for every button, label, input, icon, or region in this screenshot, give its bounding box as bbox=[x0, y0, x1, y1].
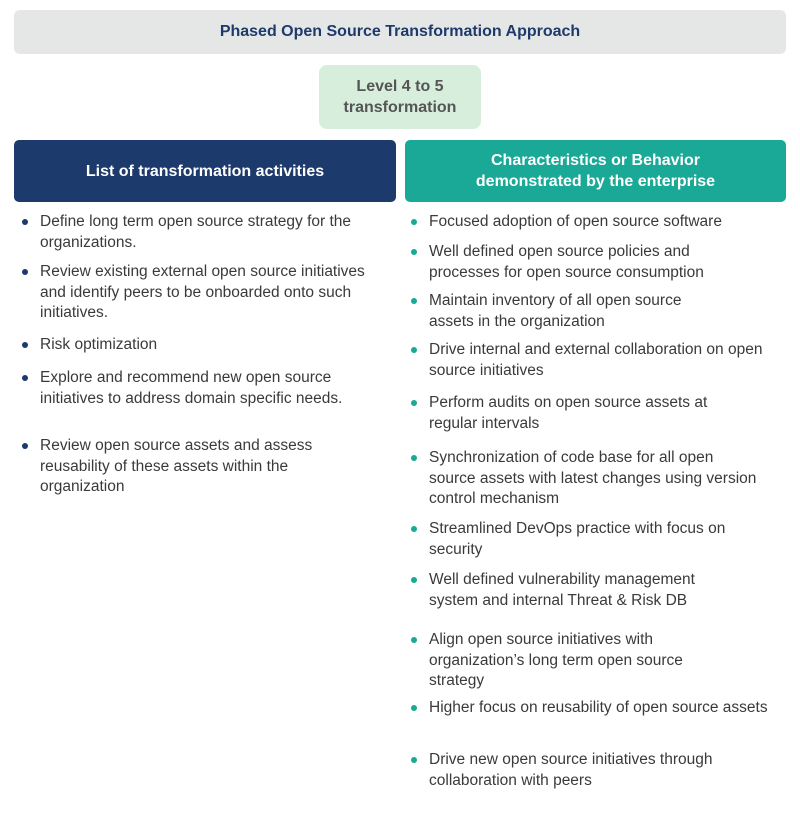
list-item: Streamlined DevOps practice with focus o… bbox=[411, 519, 749, 560]
list-item: Perform audits on open source assets at … bbox=[411, 393, 759, 434]
list-item: Well defined vulnerability management sy… bbox=[411, 570, 744, 611]
list-item: Drive internal and external collaboratio… bbox=[411, 340, 774, 381]
list-item: Review open source assets and assess reu… bbox=[22, 436, 370, 498]
list-item: Align open source initiatives with organ… bbox=[411, 630, 729, 692]
list-item: Focused adoption of open source software bbox=[411, 212, 774, 233]
list-item: Review existing external open source ini… bbox=[22, 262, 370, 324]
list-item: Synchronization of code base for all ope… bbox=[411, 448, 759, 510]
list-item: Well defined open source policies and pr… bbox=[411, 242, 749, 283]
list-item: Explore and recommend new open source in… bbox=[22, 368, 370, 409]
activities-header: List of transformation activities bbox=[14, 140, 396, 202]
list-item: Higher focus on reusability of open sour… bbox=[411, 698, 774, 719]
characteristics-header-label: Characteristics or Behavior demonstrated… bbox=[475, 152, 716, 190]
level-badge: Level 4 to 5 transformation bbox=[319, 65, 481, 129]
list-item: Drive new open source initiatives throug… bbox=[411, 750, 759, 791]
list-item: Define long term open source strategy fo… bbox=[22, 212, 370, 253]
level-label: Level 4 to 5 transformation bbox=[343, 78, 457, 116]
list-item: Maintain inventory of all open source as… bbox=[411, 291, 729, 332]
list-item: Risk optimization bbox=[22, 335, 370, 356]
characteristics-header: Characteristics or Behavior demonstrated… bbox=[405, 140, 786, 202]
diagram-title: Phased Open Source Transformation Approa… bbox=[14, 10, 786, 54]
